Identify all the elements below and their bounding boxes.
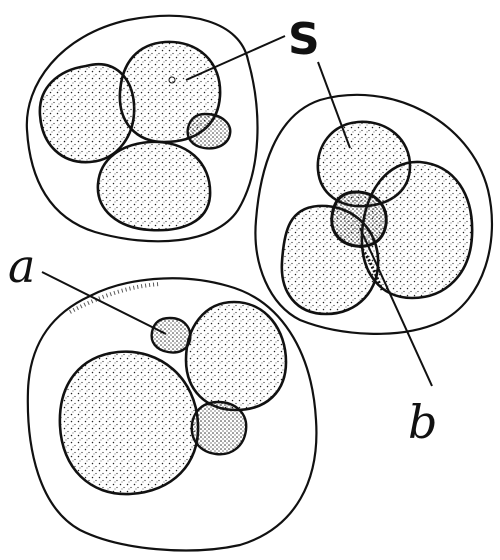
egg-right <box>254 93 494 335</box>
blastomere-small-top <box>150 316 192 354</box>
blastomere-large-left <box>38 63 136 164</box>
blastomere-small-right <box>186 112 232 150</box>
blastomere-large-main <box>58 350 200 496</box>
leader-line-s-1 <box>185 35 286 81</box>
blastomere-upper-right <box>184 300 288 412</box>
blastomere-large-bottom <box>96 140 212 232</box>
blastomere-central-small <box>330 190 388 248</box>
leader-line-a <box>41 271 167 335</box>
membrane-stipple-edge <box>69 282 161 314</box>
label-s: S <box>288 14 320 65</box>
blastomere-small-bottom <box>190 400 248 456</box>
nucleus-dot <box>168 76 176 84</box>
cleavage-furrow-dots <box>358 245 384 291</box>
egg-bottom-left <box>26 277 318 552</box>
leader-line-s-2 <box>317 61 351 149</box>
label-b: b <box>408 395 437 449</box>
leader-line-b <box>359 227 433 387</box>
label-a: a <box>8 239 35 293</box>
egg-top-left <box>25 14 259 243</box>
